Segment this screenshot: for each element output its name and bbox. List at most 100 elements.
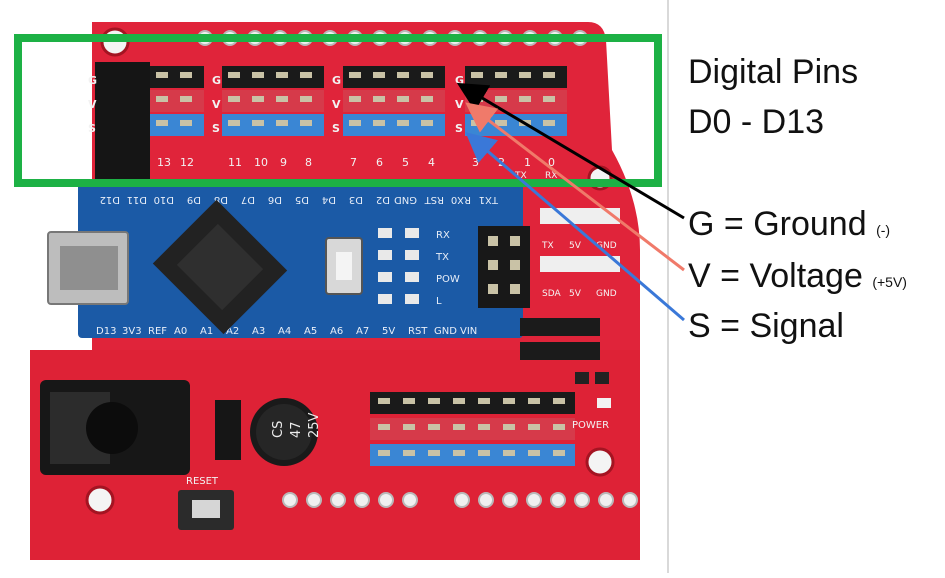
pin-number: 12	[180, 156, 194, 169]
title-pin-range: D0 - D13	[688, 103, 825, 141]
analog-header-pin	[428, 424, 440, 430]
solder-pad	[454, 492, 470, 508]
header-strip	[222, 114, 324, 136]
header-pin	[421, 120, 433, 126]
header-pin	[300, 72, 312, 78]
nano-top-label: D4	[322, 194, 336, 205]
capacitor-label: 47	[289, 421, 304, 438]
nano-top-label: GND	[394, 194, 417, 205]
header-pin	[252, 72, 264, 78]
nano-top-label: D8	[214, 194, 228, 205]
smd-part	[595, 372, 609, 384]
analog-header-pin	[503, 424, 515, 430]
led	[405, 228, 419, 238]
header-strip	[465, 66, 567, 88]
header-pin	[180, 120, 192, 126]
header-strip	[222, 90, 324, 112]
solder-pad	[622, 492, 638, 508]
led	[378, 250, 392, 260]
nano-bottom-label: 3V3	[122, 326, 142, 337]
nano-bottom-label: GND	[434, 326, 457, 337]
header-pin	[373, 96, 385, 102]
nano-bottom-label: A3	[252, 326, 265, 337]
analog-header-pin	[503, 450, 515, 456]
smd-led	[597, 398, 611, 408]
led	[405, 272, 419, 282]
header-pin	[156, 72, 168, 78]
header-strip	[343, 114, 445, 136]
header-pin	[180, 72, 192, 78]
analog-header-pin	[528, 424, 540, 430]
shield-reset-button	[178, 490, 234, 530]
nano-top-label: D3	[349, 194, 363, 205]
icsp-pin	[510, 236, 520, 246]
solder-pad	[550, 492, 566, 508]
analog-header-pin	[478, 398, 490, 404]
atmega-chip	[152, 199, 288, 335]
nano-bottom-label: A5	[304, 326, 317, 337]
led	[405, 294, 419, 304]
solder-pad	[354, 492, 370, 508]
header-pin	[156, 120, 168, 126]
legend-ground-letter: G	[688, 205, 715, 243]
legend-signal: S = Signal	[688, 307, 844, 345]
icsp-pin	[510, 284, 520, 294]
annotation-arrow-ground	[456, 82, 685, 220]
power-label: POWER	[572, 420, 609, 431]
nano-bottom-label: REF	[148, 326, 167, 337]
capacitor-label: CS	[271, 421, 286, 438]
board-row-label: G	[212, 74, 221, 87]
nano-top-label: D2	[376, 194, 390, 205]
legend-signal-meaning: Signal	[749, 307, 844, 345]
solder-pad	[478, 492, 494, 508]
header-pin	[397, 120, 409, 126]
analog-pin-headers	[370, 392, 575, 466]
board-row-label: G	[455, 74, 464, 87]
solder-pad	[598, 492, 614, 508]
analog-header-pin	[478, 424, 490, 430]
pin-number: 4	[428, 156, 435, 169]
right-header-label: GND	[596, 241, 617, 251]
solder-pad	[306, 492, 322, 508]
pin-number: 13	[157, 156, 171, 169]
legend-ground: G = Ground (-)	[688, 205, 891, 243]
pin-number: 6	[376, 156, 383, 169]
analog-header-pin	[378, 450, 390, 456]
analog-header-pin	[528, 398, 540, 404]
legend-ground-meaning: Ground	[753, 205, 867, 243]
header-pin	[276, 120, 288, 126]
solder-pad	[402, 492, 418, 508]
header-pin	[495, 120, 507, 126]
header-strip	[150, 114, 204, 136]
header-pin	[373, 120, 385, 126]
nano-top-label: D11	[127, 194, 147, 205]
solder-pad	[526, 492, 542, 508]
analog-header-pin	[403, 398, 415, 404]
nano-bottom-label: VIN	[460, 326, 477, 337]
nano-top-label: TX1	[479, 194, 499, 205]
pin-number: 7	[350, 156, 357, 169]
arduino-nano-board	[78, 183, 523, 338]
header-pin	[519, 72, 531, 78]
header-pin	[397, 72, 409, 78]
nano-top-label: D5	[295, 194, 309, 205]
analog-header-pin	[403, 450, 415, 456]
mount-hole	[85, 485, 115, 515]
icsp-pin	[488, 284, 498, 294]
header-pin	[471, 72, 483, 78]
nano-bottom-label: D13	[96, 326, 116, 337]
nano-top-label: RX0	[451, 194, 471, 205]
solder-pad	[330, 492, 346, 508]
led	[378, 228, 392, 238]
header-pin	[252, 96, 264, 102]
header-pin	[397, 96, 409, 102]
led-label: TX	[435, 252, 449, 263]
header-pin	[228, 120, 240, 126]
led	[405, 250, 419, 260]
header-pin	[519, 96, 531, 102]
header-pin	[276, 96, 288, 102]
